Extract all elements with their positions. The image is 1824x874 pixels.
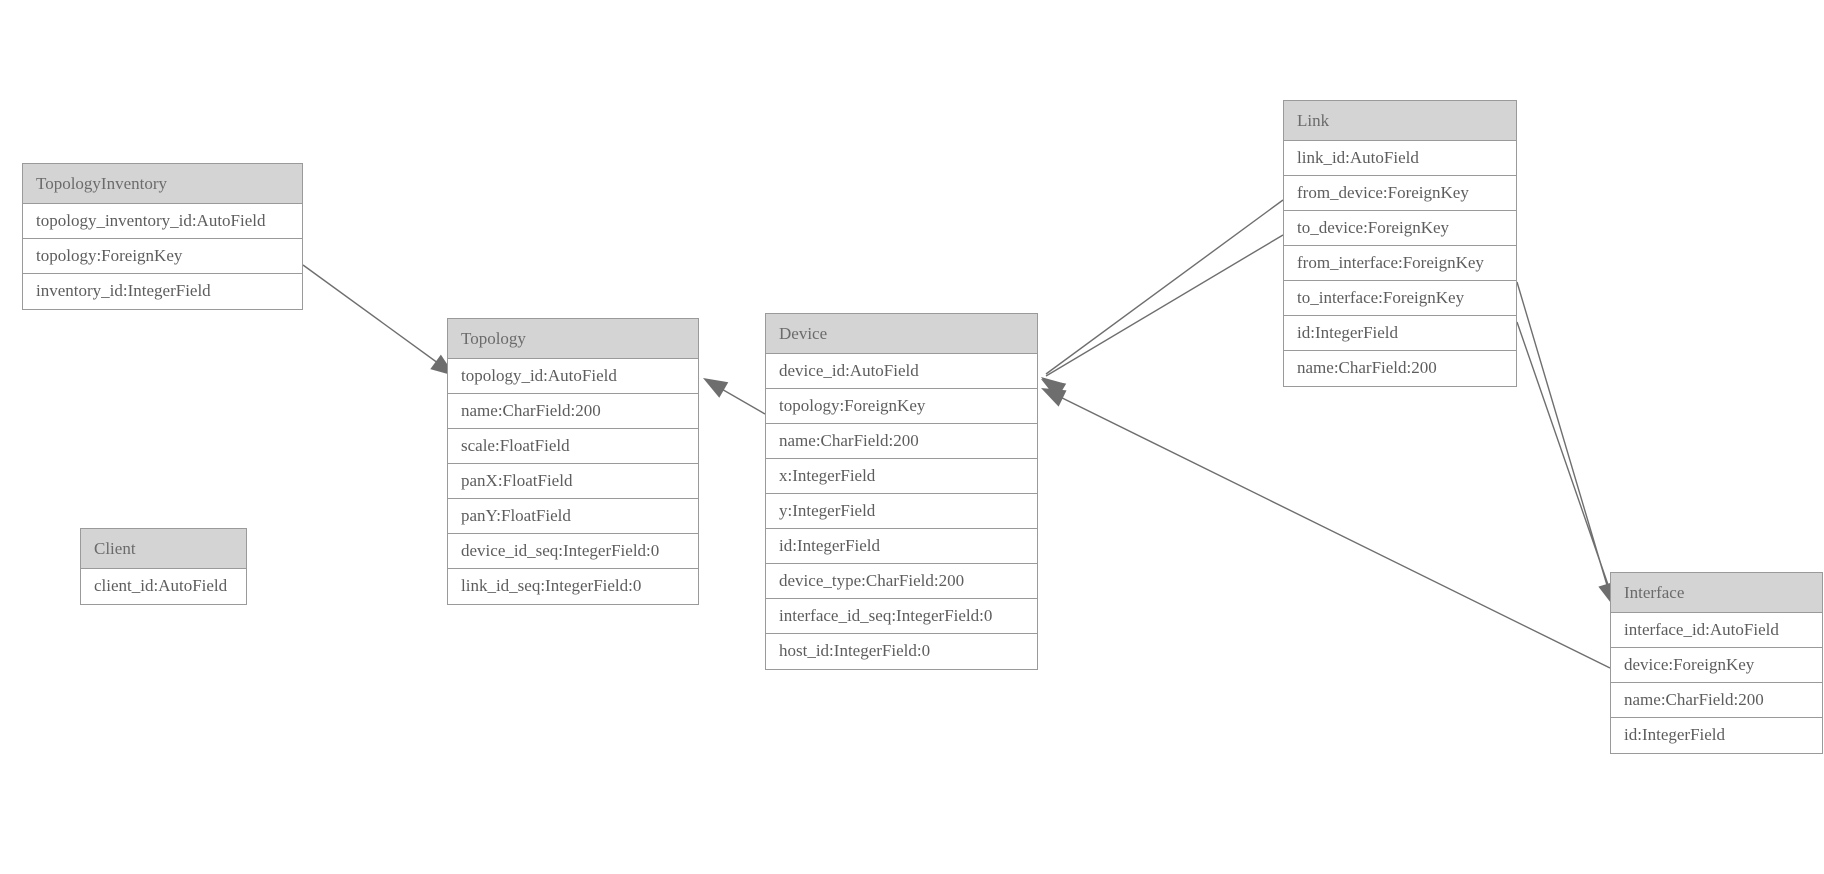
entity-field-row: topology:ForeignKey	[766, 389, 1037, 424]
relationship-arrowhead-icon	[1041, 377, 1066, 399]
entity-field-row: link_id:AutoField	[1284, 141, 1516, 176]
entity-field-row: name:CharField:200	[766, 424, 1037, 459]
entity-field-row: inventory_id:IntegerField	[23, 274, 302, 309]
entity-field-row: name:CharField:200	[1284, 351, 1516, 386]
entity-field-row: topology_id:AutoField	[448, 359, 698, 394]
relationship-line	[1516, 321, 1615, 603]
entity-field-row: to_device:ForeignKey	[1284, 211, 1516, 246]
entity-field-row: device_type:CharField:200	[766, 564, 1037, 599]
entity-field-row: host_id:IntegerField:0	[766, 634, 1037, 669]
entity-title-link: Link	[1284, 101, 1516, 141]
relationship-line	[302, 264, 454, 375]
entity-field-row: name:CharField:200	[1611, 683, 1822, 718]
relationship-device-to-topology	[703, 378, 766, 415]
entity-field-row: topology:ForeignKey	[23, 239, 302, 274]
relationship-line	[1516, 281, 1613, 603]
entity-title-topology: Topology	[448, 319, 698, 359]
entity-field-row: id:IntegerField	[766, 529, 1037, 564]
entity-field-row: from_interface:ForeignKey	[1284, 246, 1516, 281]
entity-field-row: from_device:ForeignKey	[1284, 176, 1516, 211]
entity-field-row: device_id:AutoField	[766, 354, 1037, 389]
entity-title-client: Client	[81, 529, 246, 569]
entity-title-interface: Interface	[1611, 573, 1822, 613]
relationship-link-to-device-to-device	[1041, 234, 1284, 400]
entity-field-row: link_id_seq:IntegerField:0	[448, 569, 698, 604]
entity-field-row: panX:FloatField	[448, 464, 698, 499]
entity-field-row: device:ForeignKey	[1611, 648, 1822, 683]
relationship-link-from-device-to-device	[1041, 199, 1284, 399]
relationship-line	[705, 379, 766, 415]
entity-field-row: id:IntegerField	[1611, 718, 1822, 753]
relationship-interface-device-to-device	[1041, 388, 1611, 669]
relationship-arrowhead-icon	[703, 378, 729, 398]
relationship-arrowhead-icon	[1041, 379, 1067, 400]
entity-field-row: interface_id_seq:IntegerField:0	[766, 599, 1037, 634]
entity-field-row: y:IntegerField	[766, 494, 1037, 529]
entity-field-row: x:IntegerField	[766, 459, 1037, 494]
relationship-line	[1045, 234, 1284, 377]
entity-title-topology-inventory: TopologyInventory	[23, 164, 302, 204]
entity-field-row: name:CharField:200	[448, 394, 698, 429]
entity-title-device: Device	[766, 314, 1037, 354]
entity-field-row: to_interface:ForeignKey	[1284, 281, 1516, 316]
entity-field-row: client_id:AutoField	[81, 569, 246, 604]
relationship-arrowhead-icon	[1041, 388, 1067, 407]
entity-field-row: panY:FloatField	[448, 499, 698, 534]
entity-field-row: scale:FloatField	[448, 429, 698, 464]
relationship-link-to-interface-to-interface	[1516, 321, 1617, 607]
entity-field-row: interface_id:AutoField	[1611, 613, 1822, 648]
relationship-line	[1045, 199, 1284, 375]
entity-field-row: topology_inventory_id:AutoField	[23, 204, 302, 239]
relationship-topologyinventory-to-topology	[302, 264, 455, 376]
relationship-line	[1045, 389, 1611, 669]
relationship-link-from-interface-to-interface	[1516, 281, 1616, 607]
entity-field-row: device_id_seq:IntegerField:0	[448, 534, 698, 569]
entity-field-row: id:IntegerField	[1284, 316, 1516, 351]
